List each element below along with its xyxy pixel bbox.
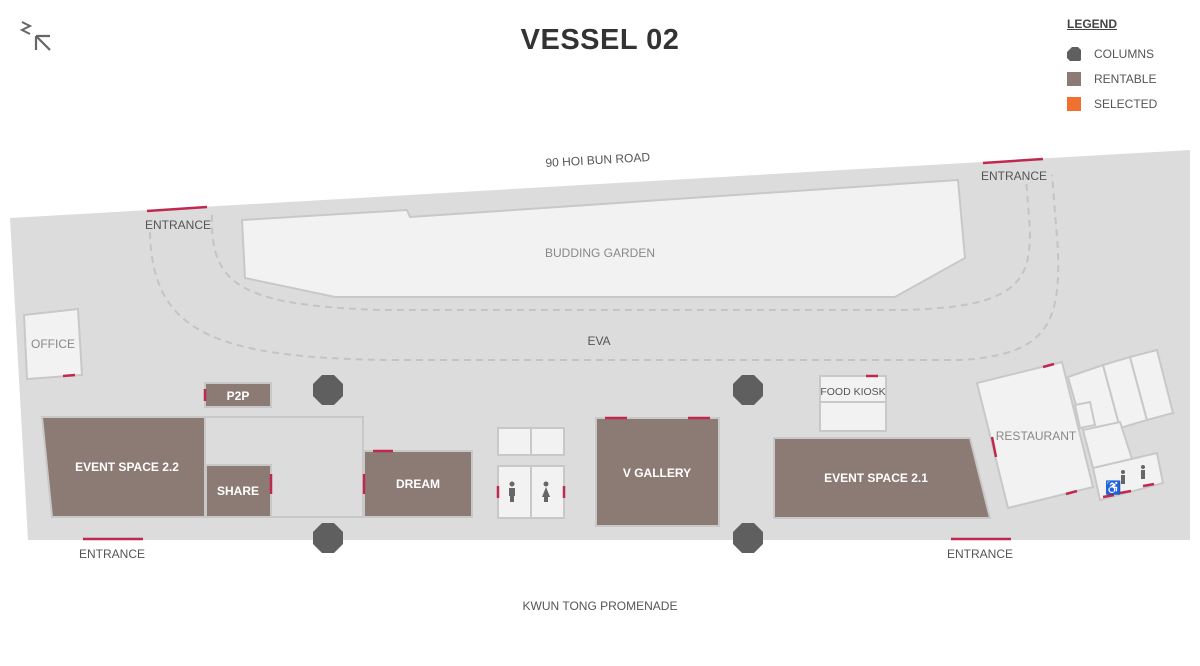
restroom: [1091, 451, 1165, 502]
budding-garden: [240, 178, 967, 298]
legend-label: RENTABLE: [1094, 71, 1157, 86]
page-title: VESSEL 02: [520, 24, 680, 56]
legend-item-columns: COLUMNS: [1067, 41, 1157, 66]
column-icon: [1067, 46, 1081, 61]
entrance-door: [982, 157, 1044, 165]
column-icon: [313, 523, 343, 553]
male-toilet-icon: [1121, 470, 1125, 484]
garden-label: BUDDING GARDEN: [545, 246, 655, 260]
legend-item-selected: SELECTED: [1067, 91, 1157, 116]
walkway-path: [210, 177, 1032, 311]
restaurant-block: RESTAURANT ♿: [975, 348, 1175, 510]
male-toilet-icon: [509, 481, 515, 502]
entrance-label[interactable]: ENTRANCE: [145, 218, 211, 232]
entrance-label[interactable]: ENTRANCE: [981, 169, 1047, 183]
walkway-path: [149, 174, 1060, 361]
male-toilet-icon: [1141, 465, 1145, 479]
collapse-button[interactable]: [18, 18, 54, 54]
p2p-label: P2P: [227, 389, 250, 403]
legend: LEGEND COLUMNS RENTABLE SELECTED: [1067, 17, 1157, 116]
selected-swatch: [1067, 96, 1081, 111]
entrance-label[interactable]: ENTRANCE: [947, 547, 1013, 561]
kitchen-room: [1073, 400, 1097, 430]
office-label: OFFICE: [31, 337, 75, 351]
road-north-label: 90 HOI BUN ROAD: [545, 150, 651, 170]
share-label: SHARE: [217, 484, 259, 498]
column-icon: [733, 375, 763, 405]
door: [62, 373, 76, 378]
office[interactable]: [22, 307, 84, 381]
female-toilet-icon: [542, 481, 550, 502]
legend-label: COLUMNS: [1094, 46, 1155, 61]
collapse-icon: [19, 21, 51, 51]
column-icon: [733, 523, 763, 553]
event-space-2-2-label: EVENT SPACE 2.2: [75, 460, 179, 474]
door: [1119, 489, 1132, 495]
door: [1142, 482, 1155, 488]
dream-space[interactable]: [363, 450, 473, 518]
dream-label: DREAM: [396, 477, 440, 491]
rentable-swatch: [1067, 71, 1081, 86]
v-gallery-space[interactable]: [595, 417, 720, 527]
column-icon: [313, 375, 343, 405]
door: [1042, 362, 1055, 369]
column-markers: [313, 375, 763, 553]
eva-label: EVA: [587, 334, 610, 348]
event-space-2-1-label: EVENT SPACE 2.1: [824, 471, 928, 485]
entrance-door: [146, 205, 208, 213]
accessible-toilet-icon: ♿: [1105, 480, 1121, 495]
restaurant-label: RESTAURANT: [996, 429, 1077, 443]
legend-item-rentable: RENTABLE: [1067, 66, 1157, 91]
door: [1102, 493, 1115, 499]
legend-heading: LEGEND: [1067, 17, 1118, 31]
food-kiosk[interactable]: [819, 375, 887, 432]
restaurant[interactable]: [975, 360, 1095, 510]
event-space-2-1[interactable]: [773, 437, 992, 519]
road-south-label: KWUN TONG PROMENADE: [523, 599, 678, 613]
kitchen-room: [1128, 348, 1175, 422]
legend-label: SELECTED: [1094, 96, 1158, 111]
door: [1065, 489, 1078, 496]
entrance-label[interactable]: ENTRANCE: [79, 547, 145, 561]
v-gallery-label: V GALLERY: [623, 466, 691, 480]
door: [990, 436, 998, 458]
food-kiosk-label: FOOD KIOSK: [820, 386, 885, 398]
